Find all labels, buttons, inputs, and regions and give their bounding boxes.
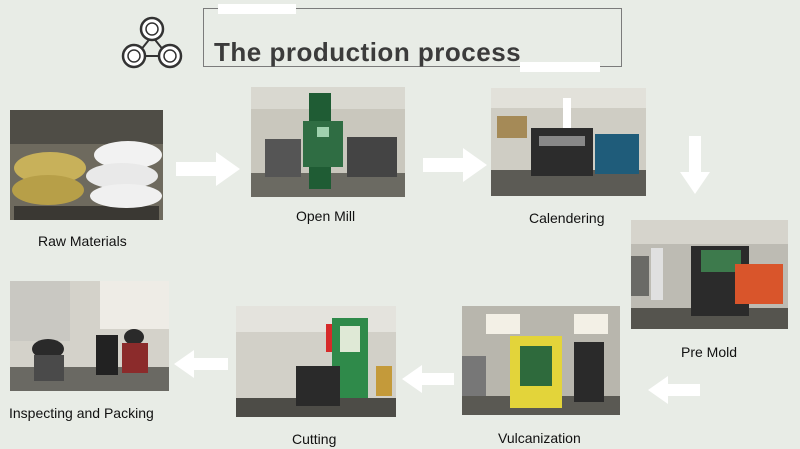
page-title: The production process <box>214 37 522 67</box>
photo-cutting <box>236 306 396 417</box>
title-frame <box>203 8 622 67</box>
photo-pre-mold <box>631 220 788 329</box>
label-open-mill: Open Mill <box>296 208 356 224</box>
label-cutting: Cutting <box>292 431 337 447</box>
left-arrow-icon <box>402 365 454 393</box>
left-arrow-icon <box>174 350 228 378</box>
label-vulcanization: Vulcanization <box>498 430 581 446</box>
label-calendering: Calendering <box>529 210 605 226</box>
photo-calendering <box>491 88 646 196</box>
label-pre-mold: Pre Mold <box>681 344 738 360</box>
logo-icon <box>120 12 184 70</box>
photo-open-mill <box>251 87 405 197</box>
photo-inspecting-packing <box>10 281 169 391</box>
right-arrow-icon <box>423 148 487 182</box>
label-raw-materials: Raw Materials <box>38 233 127 249</box>
title-frame-gap-bottom <box>520 62 600 72</box>
photo-raw-materials <box>10 110 163 220</box>
photo-vulcanization <box>462 306 620 415</box>
label-inspecting-packing: Inspecting and Packing <box>9 405 154 421</box>
right-arrow-icon <box>176 152 240 186</box>
left-arrow-icon <box>648 376 700 404</box>
down-arrow-icon <box>680 136 710 194</box>
title-frame-gap-top <box>218 4 296 14</box>
